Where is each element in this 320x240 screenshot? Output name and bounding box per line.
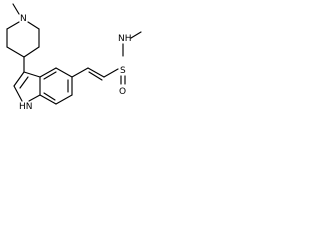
bond-c7-c7a-double bbox=[43, 92, 56, 101]
bond-vinyl-double bbox=[87, 67, 105, 78]
chemical-structure: N HN NH S O bbox=[6, 3, 142, 112]
atom-sulfur: S bbox=[120, 66, 126, 76]
bond-c7-c7a bbox=[39, 94, 57, 105]
bond-c3-c3a bbox=[23, 71, 41, 78]
bond-c6-n bbox=[27, 21, 40, 30]
atom-n-piperidine: N bbox=[20, 14, 27, 24]
bond-c5-vinyl bbox=[71, 67, 89, 78]
bond-c4-c5 bbox=[23, 46, 40, 58]
atom-oxygen: O bbox=[119, 87, 126, 97]
benzene-ring bbox=[39, 67, 73, 105]
atom-labels: N HN NH S O bbox=[19, 14, 132, 112]
bond-c3-c2 bbox=[13, 71, 25, 87]
vinyl-linker bbox=[71, 67, 119, 81]
bond-c3a-c4 bbox=[39, 67, 57, 78]
bond-n-c2 bbox=[6, 21, 20, 30]
bond-c2-n1 bbox=[13, 85, 23, 102]
bond-vinyl-sulfur bbox=[103, 68, 119, 78]
sulfonamide-group bbox=[120, 31, 142, 85]
bond-nh-methyl bbox=[130, 31, 142, 39]
bond-n1-c7a bbox=[28, 94, 41, 102]
n-methyl-bond bbox=[12, 3, 20, 15]
pyrrole-ring bbox=[13, 71, 41, 102]
bond-c3-c4 bbox=[6, 46, 25, 58]
piperidine-ring bbox=[6, 3, 40, 58]
bond-c6-c7 bbox=[55, 94, 73, 105]
atom-indole-nh: HN bbox=[19, 102, 33, 112]
bond-vinyl-double-inner bbox=[88, 71, 103, 81]
bond-c4-c5 bbox=[55, 67, 73, 78]
bond-c3-c2-double bbox=[19, 76, 29, 89]
bond-c3a-c4-double bbox=[43, 71, 57, 80]
atom-sulfonamide-nh: NH bbox=[118, 34, 132, 44]
